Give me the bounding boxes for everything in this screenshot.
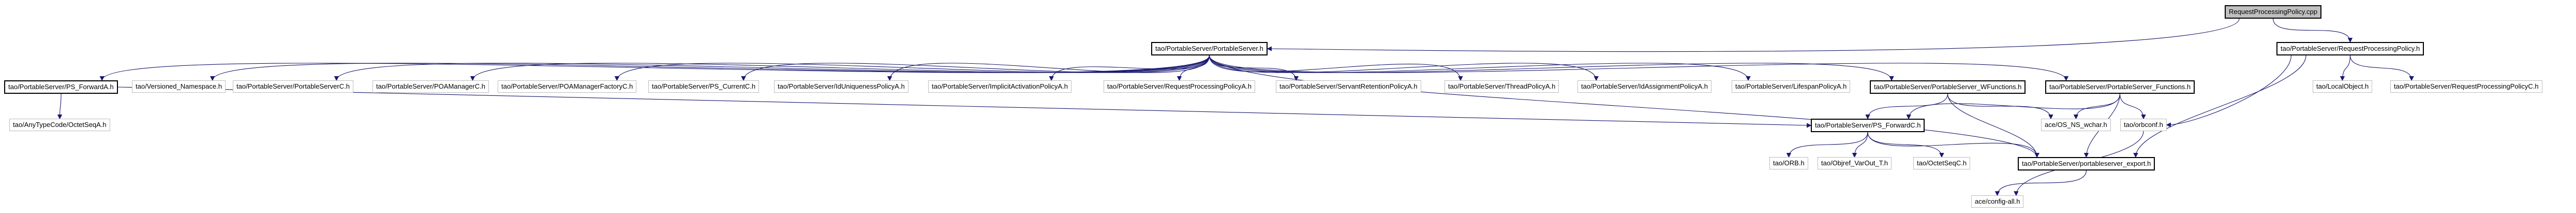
edge-ps-iup — [887, 55, 1210, 81]
edge-ps-pmc — [470, 55, 1210, 81]
edge-ps-idas — [1209, 55, 1599, 81]
graph-node-rppa: tao/PortableServer/RequestProcessingPoli… — [1104, 80, 1255, 93]
graph-node-ps[interactable]: tao/PortableServer/PortableServer.h — [1151, 42, 1268, 55]
edge-ps-pmfc — [614, 55, 1210, 81]
edge-ps-exp — [1209, 55, 2039, 158]
edge-psfc-objref — [1852, 132, 1868, 158]
graph-node-orb: tao/ORB.h — [1769, 157, 1808, 169]
graph-node-cpp: RequestProcessingPolicy.cpp — [2225, 5, 2322, 19]
graph-node-cur: tao/PortableServer/PS_CurrentC.h — [648, 80, 760, 93]
edge-rpp-rppc — [2349, 55, 2414, 81]
edge-ps-fn — [1209, 55, 2068, 81]
graph-node-pmc: tao/PortableServer/POAManagerC.h — [373, 80, 489, 93]
edge-psfc-exp — [1867, 132, 2039, 158]
graph-node-srp: tao/PortableServer/ServantRetentionPolic… — [1276, 80, 1421, 93]
edge-wf-exp — [1947, 93, 2039, 158]
edge-ps-wf — [1209, 55, 1894, 81]
graph-node-wchar: ace/OS_NS_wchar.h — [2041, 119, 2111, 131]
edge-fn-psfc — [1906, 93, 2121, 120]
graph-node-rppc: tao/PortableServer/RequestProcessingPoli… — [2390, 80, 2542, 93]
graph-node-osa: tao/AnyTypeCode/OctetSeqA.h — [9, 119, 110, 131]
graph-node-exp[interactable]: tao/PortableServer/portableserver_export… — [2018, 157, 2155, 171]
graph-node-vn: tao/Versioned_Namespace.h — [132, 80, 226, 93]
edge-cpp-rpp — [2272, 18, 2353, 43]
graph-node-idas: tao/PortableServer/IdAssignmentPolicyA.h — [1577, 80, 1711, 93]
edge-rpp-exp — [2133, 55, 2306, 158]
graph-node-rpp[interactable]: tao/PortableServer/RequestProcessingPoli… — [2276, 42, 2424, 55]
edge-ps-rppa — [1177, 55, 1210, 81]
graph-node-osc: tao/OctetSeqC.h — [1913, 157, 1971, 169]
graph-node-wf[interactable]: tao/PortableServer/PortableServer_WFunct… — [1870, 80, 2026, 94]
edge-rpp-lo — [2340, 55, 2351, 81]
graph-node-lo: tao/LocalObject.h — [2313, 80, 2373, 93]
edge-psfc-osc — [1867, 132, 1944, 158]
edge-psfa-osa — [57, 93, 63, 120]
graph-node-psfa[interactable]: tao/PortableServer/PS_ForwardA.h — [4, 80, 118, 94]
edge-ps-lp — [1209, 55, 1751, 81]
edge-ps-psc — [334, 55, 1210, 81]
edge-fn-orbconf — [2119, 93, 2146, 120]
graph-node-conf: ace/config-all.h — [1971, 195, 2024, 208]
edge-wf-psfc — [1865, 93, 1948, 120]
edge-psfc-orb — [1786, 132, 1868, 158]
edge-cpp-ps — [1267, 18, 2240, 52]
edge-rpp-orbconf — [2166, 55, 2292, 127]
edge-wf-wchar — [1947, 93, 2053, 120]
graph-node-lp: tao/PortableServer/LifespanPolicyA.h — [1732, 80, 1851, 93]
graph-node-psc: tao/PortableServer/PortableServerC.h — [233, 80, 353, 93]
graph-node-pmfc: tao/PortableServer/POAManagerFactoryC.h — [498, 80, 637, 93]
graph-node-iup: tao/PortableServer/IdUniquenessPolicyA.h — [774, 80, 909, 93]
edge-ps-vn — [210, 55, 1210, 81]
graph-node-fn[interactable]: tao/PortableServer/PortableServer_Functi… — [2045, 80, 2195, 94]
graph-node-impa: tao/PortableServer/ImplicitActivationPol… — [928, 80, 1072, 93]
graph-node-psfc[interactable]: tao/PortableServer/PS_ForwardC.h — [1811, 119, 1925, 132]
edge-ps-cur — [741, 55, 1210, 81]
edge-ps-psfa — [99, 55, 1210, 81]
graph-node-tpa: tao/PortableServer/ThreadPolicyA.h — [1445, 80, 1559, 93]
edge-ps-impa — [1049, 55, 1210, 81]
graph-node-orbconf: tao/orbconf.h — [2120, 119, 2167, 131]
edge-psfa-psfc — [117, 87, 1812, 128]
edge-exp-conf — [1994, 170, 2087, 196]
edge-ps-tpa — [1209, 55, 1463, 81]
edge-fn-wchar — [2073, 93, 2121, 120]
graph-node-objref: tao/Objref_VarOut_T.h — [1818, 157, 1892, 169]
